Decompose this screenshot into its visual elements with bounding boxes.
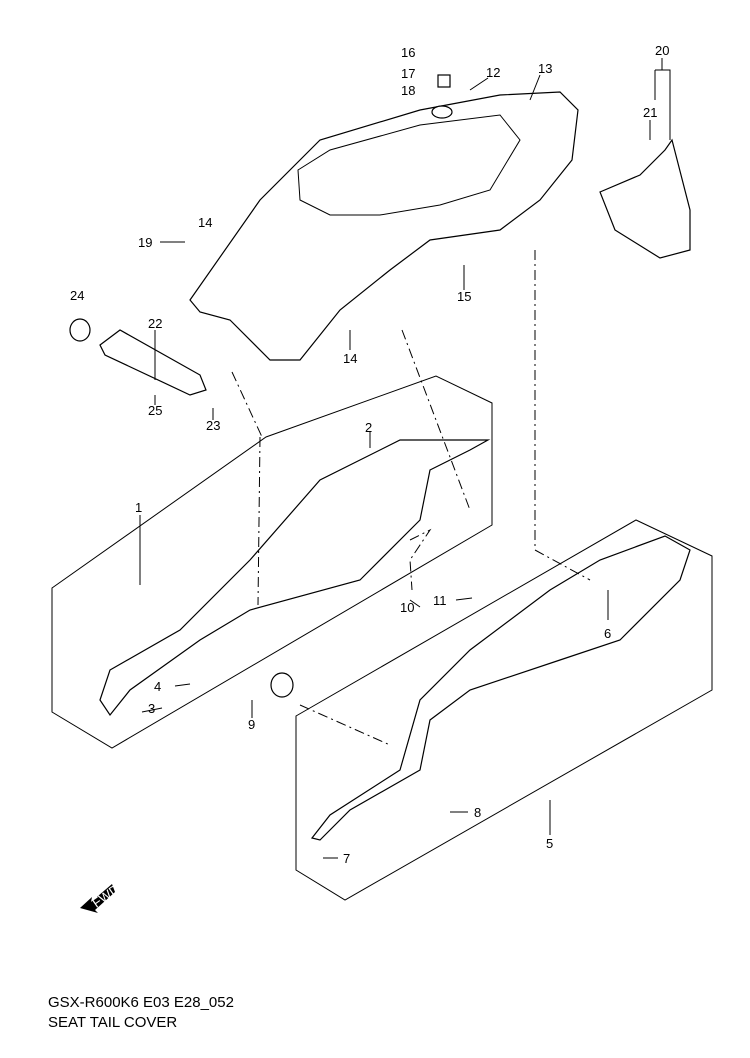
callout-10: 10 xyxy=(400,600,414,615)
svg-text:FWD: FWD xyxy=(89,881,122,910)
right-side-cover-part xyxy=(310,535,691,841)
callout-23: 23 xyxy=(206,418,220,433)
diagram-title: SEAT TAIL COVER xyxy=(48,1014,178,1031)
callout-2: 2 xyxy=(365,420,372,435)
callout-25: 25 xyxy=(148,403,162,418)
callout-21: 21 xyxy=(643,105,657,120)
left-side-cover-part xyxy=(99,439,491,717)
callout-17: 17 xyxy=(401,66,415,81)
callout-9: 9 xyxy=(248,717,255,732)
callout-14a: 14 xyxy=(198,215,212,230)
callout-labels: 1 2 3 4 5 6 7 8 9 10 11 12 13 14 14 15 1… xyxy=(70,43,669,866)
callout-15: 15 xyxy=(457,289,471,304)
callout-22: 22 xyxy=(148,316,162,331)
leader-lines xyxy=(139,58,671,859)
callout-4: 4 xyxy=(154,679,161,694)
callout-5: 5 xyxy=(546,836,553,851)
callout-8: 8 xyxy=(474,805,481,820)
bracket-part xyxy=(599,138,691,259)
right-cover-frame xyxy=(295,519,713,901)
fwd-arrow-icon: FWD xyxy=(80,881,122,913)
callout-14b: 14 xyxy=(343,351,357,366)
callout-13: 13 xyxy=(538,61,552,76)
left-cover-frame xyxy=(51,375,493,749)
tail-cover-part xyxy=(189,91,579,361)
callout-19: 19 xyxy=(138,235,152,250)
callout-6: 6 xyxy=(604,626,611,641)
callout-18: 18 xyxy=(401,83,415,98)
model-code: GSX-R600K6 E03 E28_052 xyxy=(48,994,234,1011)
callout-11: 11 xyxy=(433,593,447,608)
handle-part xyxy=(99,329,207,396)
callout-7: 7 xyxy=(343,851,350,866)
cushion-part xyxy=(270,672,294,698)
cap-part xyxy=(69,318,91,342)
callout-16: 16 xyxy=(401,45,415,60)
callout-3: 3 xyxy=(148,701,155,716)
callout-24: 24 xyxy=(70,288,84,303)
callout-12: 12 xyxy=(486,65,500,80)
callout-1: 1 xyxy=(135,500,142,515)
callout-20: 20 xyxy=(655,43,669,58)
